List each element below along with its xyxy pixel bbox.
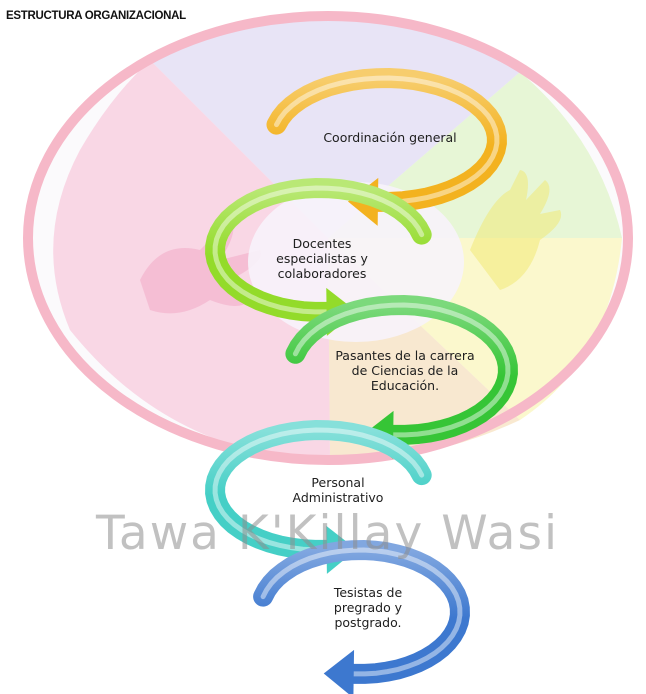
loop-personal-arc: [205, 419, 432, 560]
node-docentes: Docentes especialistas y colaboradores: [276, 236, 368, 281]
loop-coordinacion-highlight: [274, 75, 500, 205]
logo-ring: [23, 11, 633, 465]
page-title: ESTRUCTURA ORGANIZACIONAL: [6, 10, 186, 22]
logo-segment-lavender: [150, 16, 520, 238]
spiral-chain: [205, 67, 518, 694]
hand-shape-right: [470, 170, 562, 290]
loop-pasantes-highlight: [292, 302, 511, 438]
watermark-text: Tawa K'Killay Wasi: [96, 506, 560, 561]
node-coordinacion-general: Coordinación general: [323, 130, 457, 145]
node-tesistas: Tesistas de pregrado y postgrado.: [333, 585, 403, 630]
loop-docentes-arc: [205, 177, 432, 322]
loop-personal-highlight: [212, 427, 425, 553]
loop-tesistas-highlight: [260, 547, 463, 677]
loop-coordinacion-arc: [266, 67, 507, 212]
loop-docentes-highlight: [212, 185, 425, 315]
loop-pasantes-arc: [285, 294, 518, 445]
loop-tesistas-arc: [253, 539, 470, 684]
node-pasantes: Pasantes de la carrera de Ciencias de la…: [335, 348, 475, 393]
node-personal-administrativo: Personal Administrativo: [292, 475, 384, 505]
loop-tesistas-arrowhead: [323, 649, 355, 694]
